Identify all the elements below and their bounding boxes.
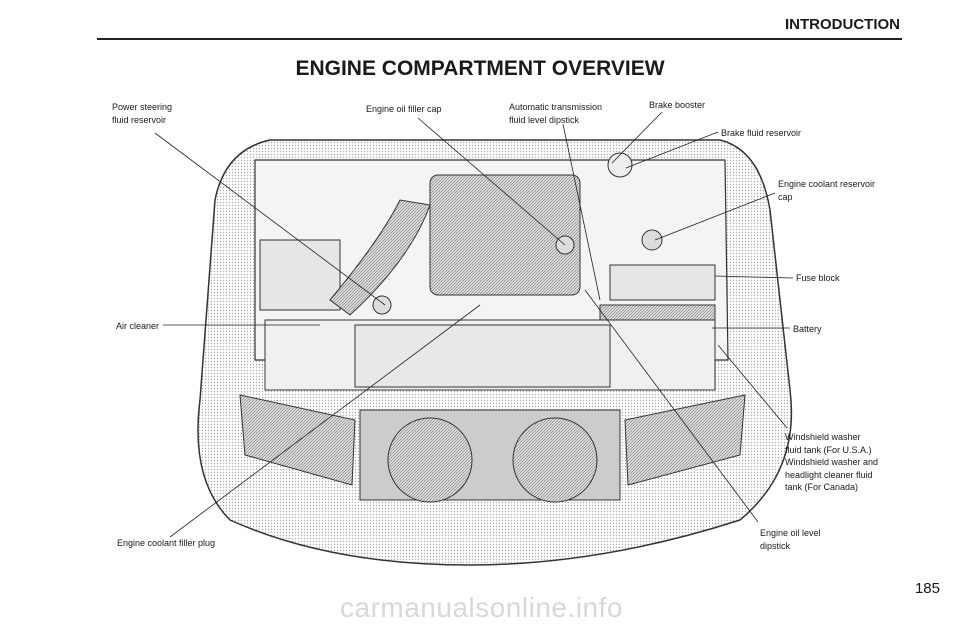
page-number: 185 [914, 580, 940, 597]
headlight-right [624, 394, 746, 486]
header-rule [97, 38, 902, 40]
leader-lines [154, 111, 794, 538]
ps-reservoir [372, 295, 392, 315]
fuse-block-box [609, 264, 716, 301]
fan-left [387, 417, 473, 503]
label-battery: Battery [793, 324, 822, 334]
headlight-left [239, 394, 356, 486]
air-cleaner-box [259, 239, 341, 311]
fan-right [512, 417, 598, 503]
label-atf-dipstick: Automatic transmission fluid level dipst… [509, 102, 603, 125]
label-power-steering: Power steering fluid reservoir [112, 102, 173, 125]
center-cover [354, 324, 611, 388]
label-oil-filler-cap: Engine oil filler cap [366, 104, 442, 114]
label-coolant-plug: Engine coolant filler plug [117, 538, 216, 548]
engine-block [429, 174, 581, 296]
label-air-cleaner: Air cleaner [116, 321, 160, 331]
label-coolant-cap: Engine coolant reservoir cap [778, 179, 876, 202]
label-fuse-block: Fuse block [796, 273, 840, 283]
label-washer-tank: Windshield washer fluid tank (For U.S.A.… [785, 432, 879, 492]
watermark: carmanualsonline.info [340, 592, 623, 623]
label-brake-fluid: Brake fluid reservoir [721, 128, 802, 138]
coolant-cap [641, 229, 663, 251]
intake-duct [329, 199, 431, 316]
label-oil-dipstick: Engine oil level dipstick [760, 528, 821, 551]
section-header: INTRODUCTION [785, 16, 900, 33]
label-brake-booster: Brake booster [649, 100, 706, 110]
brake-reservoir [607, 152, 633, 178]
page-title: ENGINE COMPARTMENT OVERVIEW [295, 57, 665, 80]
